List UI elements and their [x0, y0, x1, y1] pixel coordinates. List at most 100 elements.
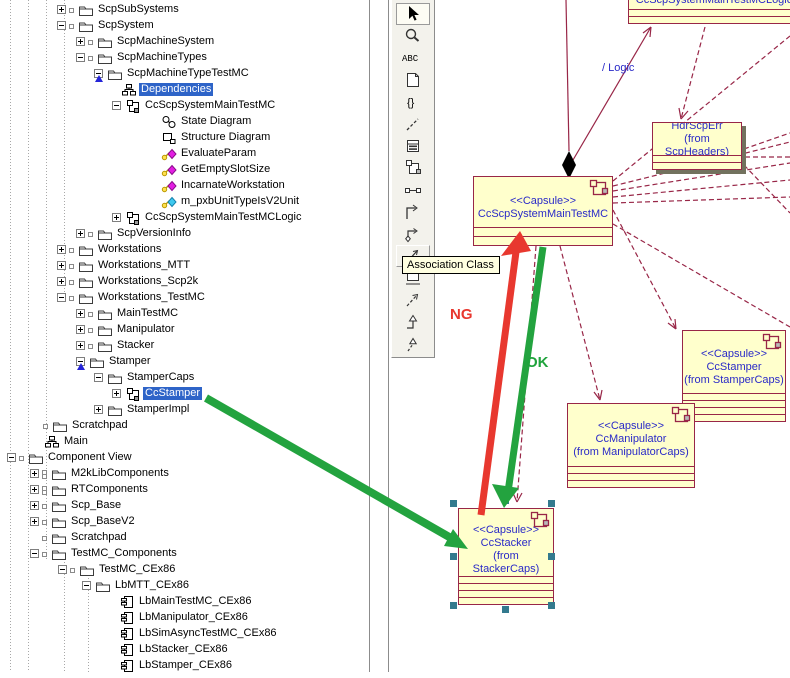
tool-text-button[interactable]: ABC [396, 47, 430, 69]
tree-item-m-pxbunittypeisv2unit[interactable]: m_pxbUnitTypeIsV2Unit [0, 194, 368, 210]
tree-item-state-diagram[interactable]: State Diagram [0, 114, 368, 130]
tree-item-manipulator[interactable]: Manipulator [0, 322, 368, 338]
tree-item-label[interactable]: CcScpSystemMainTestMCLogic [145, 211, 302, 223]
collapse-minus-toggle[interactable] [94, 373, 103, 382]
collapse-minus-toggle[interactable] [57, 21, 66, 30]
tree-item-ccstamper[interactable]: CcStamper [0, 386, 368, 402]
collapse-minus-toggle[interactable] [58, 565, 67, 574]
tool-dependency-button[interactable] [396, 289, 430, 311]
tree-item-structure-diagram[interactable]: Structure Diagram [0, 130, 368, 146]
tree-item-label[interactable]: Scp_BaseV2 [71, 515, 135, 527]
tree-item-workstations-mtt[interactable]: Workstations_MTT [0, 258, 368, 274]
tree-item-testmc-cex86[interactable]: TestMC_CEx86 [0, 562, 368, 578]
expand-plus-toggle[interactable] [30, 501, 39, 510]
tree-item-label[interactable]: ScpMachineSystem [117, 35, 215, 47]
tree-item-label[interactable]: RTComponents [71, 483, 148, 495]
tool-class-button[interactable] [396, 135, 430, 157]
tree-item-label[interactable]: EvaluateParam [181, 147, 257, 159]
tree-item-scratchpad[interactable]: Scratchpad [0, 418, 368, 434]
expand-plus-toggle[interactable] [30, 469, 39, 478]
tree-item-scpsubsystems[interactable]: ScpSubSystems [0, 2, 368, 18]
tree-item-stamperimpl[interactable]: StamperImpl [0, 402, 368, 418]
tool-anchor-note-button[interactable] [396, 113, 430, 135]
tree-item-label[interactable]: LbMTT_CEx86 [115, 579, 189, 591]
collapse-minus-toggle[interactable] [30, 549, 39, 558]
expand-plus-toggle[interactable] [57, 5, 66, 14]
class-box-logic[interactable]: CcScpSystemMainTestMCLogic [628, 0, 790, 24]
tree-item-scpmachinetypetestmc[interactable]: ScpMachineTypeTestMC [0, 66, 368, 82]
tree-item-scratchpad[interactable]: Scratchpad [0, 530, 368, 546]
tool-connector-button[interactable] [396, 179, 430, 201]
expand-plus-toggle[interactable] [76, 325, 85, 334]
tree-item-label[interactable]: LbMainTestMC_CEx86 [139, 595, 252, 607]
tree-item-rtcomponents[interactable]: RTComponents [0, 482, 368, 498]
tree-item-label[interactable]: StamperCaps [127, 371, 195, 383]
tree-item-label[interactable]: Dependencies [139, 83, 214, 96]
tree-item-scpmachinetypes[interactable]: ScpMachineTypes [0, 50, 368, 66]
tree-item-label[interactable]: Workstations_Scp2k [98, 275, 199, 287]
tool-capsule-button[interactable] [396, 157, 430, 179]
expand-plus-toggle[interactable] [112, 389, 121, 398]
selection-handle[interactable] [450, 602, 457, 609]
tree-item-label[interactable]: ScpSubSystems [98, 3, 179, 15]
tree-item-label[interactable]: State Diagram [181, 115, 252, 127]
expand-plus-toggle[interactable] [94, 405, 103, 414]
tool-aggregation-button[interactable] [396, 223, 430, 245]
tree-item-label[interactable]: TestMC_CEx86 [99, 563, 176, 575]
selection-handle[interactable] [450, 553, 457, 560]
tree-item-dependencies[interactable]: Dependencies [0, 82, 368, 98]
tree-item-label[interactable]: Workstations_TestMC [98, 291, 205, 303]
expand-plus-toggle[interactable] [112, 213, 121, 222]
tree-item-lbstacker-cex86[interactable]: LbStacker_CEx86 [0, 642, 368, 658]
collapse-minus-toggle[interactable] [112, 101, 121, 110]
tree-item-label[interactable]: m_pxbUnitTypeIsV2Unit [181, 195, 299, 207]
tree-item-label[interactable]: MainTestMC [117, 307, 179, 319]
tree-item-lbmtt-cex86[interactable]: LbMTT_CEx86 [0, 578, 368, 594]
tree-item-workstations-testmc[interactable]: Workstations_TestMC [0, 290, 368, 306]
selection-handle[interactable] [502, 606, 509, 613]
tree-item-scp-base[interactable]: Scp_Base [0, 498, 368, 514]
expand-plus-toggle[interactable] [30, 485, 39, 494]
expand-plus-toggle[interactable] [76, 341, 85, 350]
tree-item-maintestmc[interactable]: MainTestMC [0, 306, 368, 322]
selection-handle[interactable] [548, 602, 555, 609]
tree-item-label[interactable]: Manipulator [117, 323, 175, 335]
tree-item-lbmanipulator-cex86[interactable]: LbManipulator_CEx86 [0, 610, 368, 626]
tree-item-incarnateworkstation[interactable]: IncarnateWorkstation [0, 178, 368, 194]
tool-constraint-button[interactable]: {} [396, 91, 430, 113]
tree-item-m2klibcomponents[interactable]: M2kLibComponents [0, 466, 368, 482]
selection-handle[interactable] [548, 500, 555, 507]
tree-item-getemptyslotsize[interactable]: GetEmptySlotSize [0, 162, 368, 178]
tree-item-label[interactable]: LbSimAsyncTestMC_CEx86 [139, 627, 277, 639]
selection-handle[interactable] [502, 497, 509, 504]
tree-item-scpversioninfo[interactable]: ScpVersionInfo [0, 226, 368, 242]
pane-splitter[interactable] [369, 0, 373, 672]
tree-item-main[interactable]: Main [0, 434, 368, 450]
tree-item-label[interactable]: CcScpSystemMainTestMC [145, 99, 276, 111]
tree-item-scpmachinesystem[interactable]: ScpMachineSystem [0, 34, 368, 50]
tool-select-button[interactable] [396, 3, 430, 25]
tree-item-label[interactable]: LbManipulator_CEx86 [139, 611, 248, 623]
tree-item-label[interactable]: Structure Diagram [181, 131, 271, 143]
selection-handle[interactable] [450, 500, 457, 507]
tree-item-label[interactable]: ScpMachineTypeTestMC [127, 67, 249, 79]
expand-plus-toggle[interactable] [30, 517, 39, 526]
tree-item-lbsimasynctestmc-cex86[interactable]: LbSimAsyncTestMC_CEx86 [0, 626, 368, 642]
tree-item-label[interactable]: LbStamper_CEx86 [139, 659, 232, 671]
collapse-minus-toggle[interactable] [57, 293, 66, 302]
tree-item-label[interactable]: Workstations [98, 243, 162, 255]
tree-item-label[interactable]: IncarnateWorkstation [181, 179, 285, 191]
expand-plus-toggle[interactable] [57, 245, 66, 254]
expand-plus-toggle[interactable] [57, 277, 66, 286]
expand-plus-toggle[interactable] [76, 37, 85, 46]
tree-item-lbmaintestmc-cex86[interactable]: LbMainTestMC_CEx86 [0, 594, 368, 610]
tree-item-label[interactable]: TestMC_Components [71, 547, 177, 559]
tree-item-stampercaps[interactable]: StamperCaps [0, 370, 368, 386]
tool-realization-button[interactable] [396, 333, 430, 355]
tree-item-label[interactable]: Scratchpad [72, 419, 128, 431]
tree-item-label[interactable]: Workstations_MTT [98, 259, 191, 271]
tree-item-ccscpsystemmaintestmc[interactable]: CcScpSystemMainTestMC [0, 98, 368, 114]
tree-item-label[interactable]: LbStacker_CEx86 [139, 643, 228, 655]
tree-item-stacker[interactable]: Stacker [0, 338, 368, 354]
